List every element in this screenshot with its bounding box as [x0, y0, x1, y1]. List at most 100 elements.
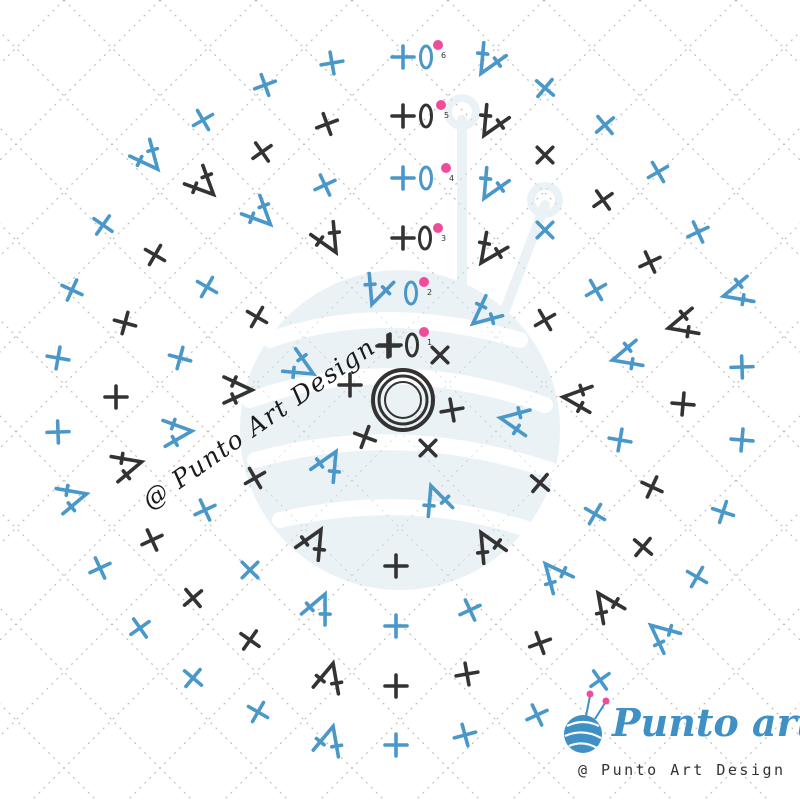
single-crochet-symbol [352, 424, 378, 450]
single-crochet-symbol [45, 419, 71, 445]
single-crochet-symbol [377, 332, 403, 358]
increase-symbol [127, 137, 161, 173]
increase-symbol [594, 589, 627, 626]
single-crochet-symbol [452, 722, 478, 748]
single-crochet-symbol [527, 630, 553, 656]
round-number-label: 5 [444, 111, 449, 120]
increase-symbol [293, 525, 327, 563]
single-crochet-symbol [129, 617, 151, 639]
single-crochet-symbol [607, 427, 633, 453]
single-crochet-symbol [195, 275, 219, 299]
single-crochet-symbol [458, 598, 482, 622]
single-crochet-symbol [594, 114, 616, 136]
single-crochet-symbol [182, 587, 204, 609]
single-crochet-symbol [390, 165, 416, 191]
grid-line [0, 0, 65, 65]
chain-symbol [419, 44, 433, 70]
grid-line [607, 607, 800, 801]
chain-symbol [419, 103, 433, 129]
single-crochet-symbol [60, 278, 84, 302]
increase-symbol [647, 622, 683, 656]
round-start-marker [433, 223, 443, 233]
increase-symbol [308, 447, 342, 485]
single-crochet-symbol [584, 278, 608, 302]
single-crochet-symbol [710, 499, 736, 525]
single-crochet-symbol [243, 466, 267, 490]
single-crochet-symbol [193, 498, 217, 522]
single-crochet-symbol [167, 345, 193, 371]
single-crochet-symbol [670, 391, 696, 417]
single-crochet-symbol [685, 565, 709, 589]
single-crochet-symbol [112, 310, 138, 336]
round-start-marker [436, 100, 446, 110]
magic-ring [371, 368, 435, 432]
single-crochet-symbol [140, 528, 164, 552]
single-crochet-symbol [390, 225, 416, 251]
single-crochet-symbol [92, 214, 114, 236]
single-crochet-symbol [246, 700, 270, 724]
increase-symbol [308, 219, 342, 257]
single-crochet-symbol [529, 472, 551, 494]
chain-symbol [418, 225, 432, 251]
single-crochet-symbol [729, 354, 755, 380]
increase-symbol [664, 306, 701, 339]
single-crochet-symbol [239, 629, 261, 651]
single-crochet-symbol [418, 438, 438, 458]
single-crochet-symbol [251, 141, 273, 163]
single-crochet-symbol [383, 553, 409, 579]
single-crochet-symbol [454, 661, 480, 687]
round-start-marker [419, 277, 429, 287]
increase-symbol [478, 165, 512, 203]
round-number-label: 2 [427, 288, 432, 297]
yarn-ball-icon [564, 690, 610, 753]
single-crochet-symbol [143, 243, 167, 267]
single-crochet-symbol [583, 502, 607, 526]
single-crochet-symbol [383, 732, 409, 758]
single-crochet-symbol [191, 108, 215, 132]
increase-symbol [495, 406, 532, 438]
round-number-label: 3 [441, 234, 446, 243]
increase-symbol [311, 659, 344, 696]
grid-line [0, 607, 193, 801]
increase-symbol [280, 346, 318, 380]
increase-symbol [719, 274, 756, 307]
increase-symbol [422, 481, 455, 519]
increase-symbol [363, 271, 396, 309]
chain-symbol [405, 332, 419, 358]
single-crochet-symbol [535, 145, 555, 165]
round-number-label: 4 [449, 174, 454, 183]
single-crochet-symbol [525, 703, 549, 727]
single-crochet-symbol [534, 77, 556, 99]
grid-line [703, 703, 800, 801]
single-crochet-symbol [337, 372, 363, 398]
round-number-label: 6 [441, 51, 446, 60]
single-crochet-symbol [638, 250, 662, 274]
chain-symbol [404, 280, 418, 306]
single-crochet-symbol [632, 536, 654, 558]
round-start-marker [419, 327, 429, 337]
stitch-symbols: 1 2 3 4 5 6 [45, 40, 756, 759]
increase-symbol [558, 383, 594, 415]
brand-subtitle: @ Punto Art Design [578, 761, 786, 779]
increase-symbol [222, 375, 257, 405]
single-crochet-symbol [383, 613, 409, 639]
single-crochet-symbol [245, 305, 269, 329]
single-crochet-symbol [182, 667, 204, 689]
increase-symbol [475, 40, 509, 78]
single-crochet-symbol [592, 189, 614, 211]
single-crochet-symbol [430, 345, 450, 365]
grid-line [0, 0, 257, 257]
increase-symbol [542, 560, 576, 596]
single-crochet-symbol [314, 111, 340, 137]
single-crochet-symbol [686, 220, 710, 244]
round-number-label: 1 [427, 338, 432, 347]
increase-symbol [477, 230, 510, 267]
increase-symbol [182, 163, 217, 198]
single-crochet-symbol [383, 673, 409, 699]
single-crochet-symbol [640, 475, 664, 499]
single-crochet-symbol [103, 384, 129, 410]
brand-title: Punto art [611, 700, 800, 745]
single-crochet-symbol [729, 427, 755, 453]
single-crochet-symbol [252, 72, 278, 98]
